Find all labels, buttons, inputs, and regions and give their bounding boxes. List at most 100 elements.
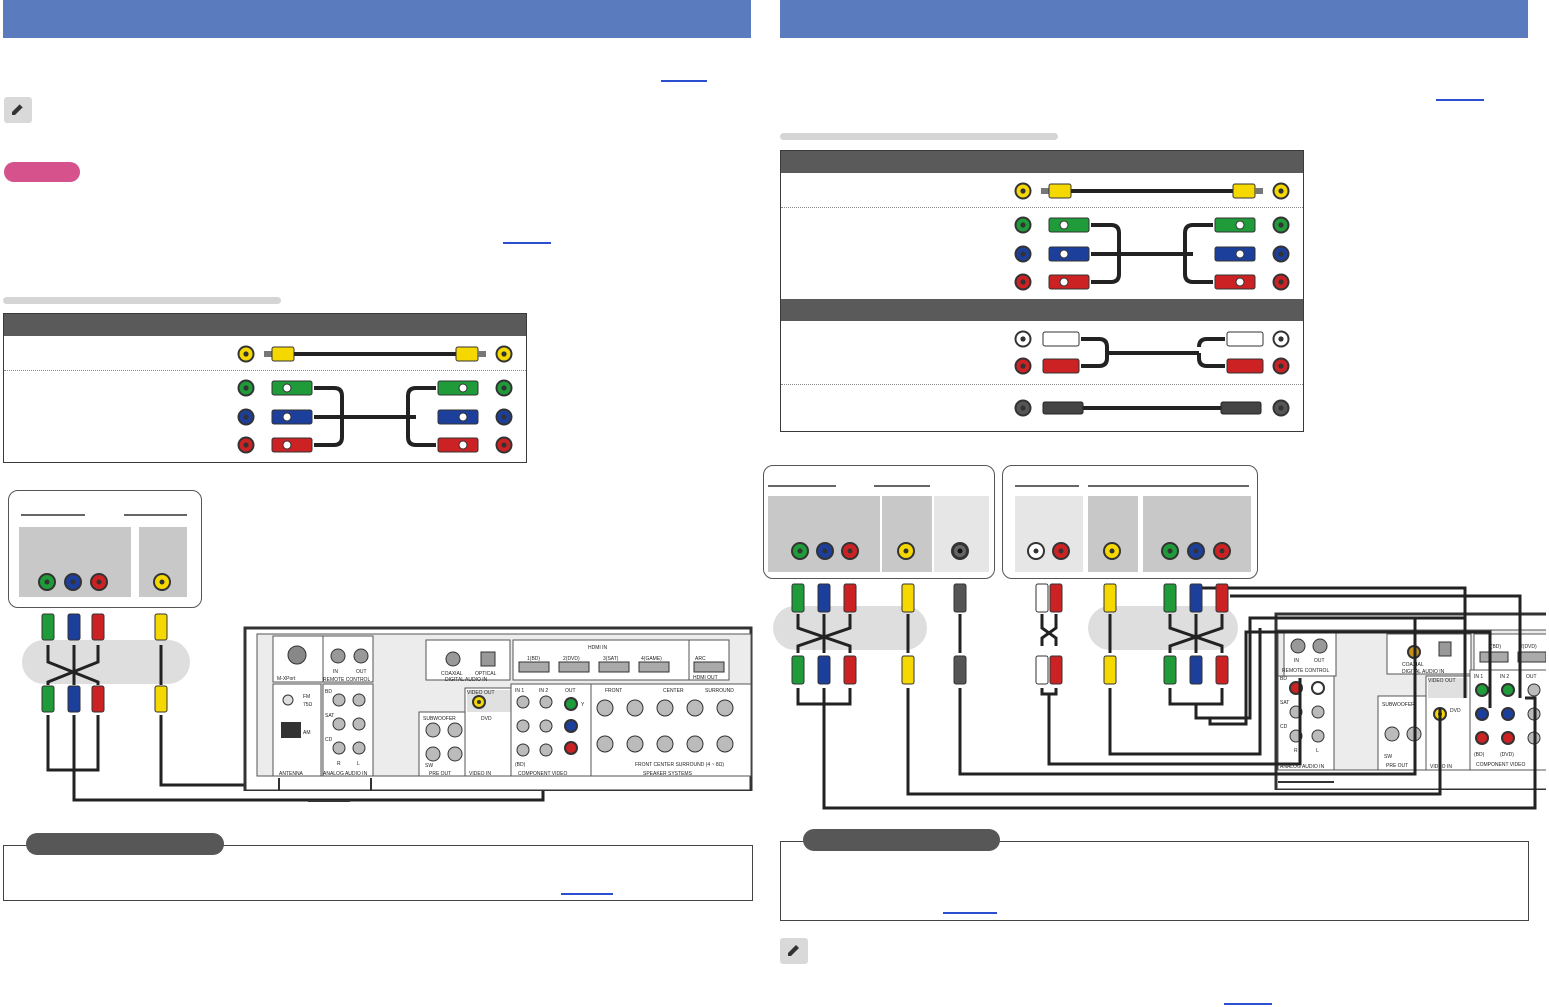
right-cable-drawings <box>1014 182 1290 417</box>
right-pencil-note <box>780 938 808 964</box>
svg-text:ANALOG AUDIO IN: ANALOG AUDIO IN <box>1280 764 1325 770</box>
cable-table-divider <box>781 384 1303 385</box>
svg-text:4(GAME): 4(GAME) <box>641 656 662 662</box>
svg-text:DVD: DVD <box>481 716 492 722</box>
svg-text:SPEAKER SYSTEMS: SPEAKER SYSTEMS <box>643 771 693 777</box>
video-cable <box>264 346 486 362</box>
svg-text:L: L <box>1316 748 1319 754</box>
svg-text:SW: SW <box>425 763 433 769</box>
rca-yellow-jack-icon <box>237 345 255 363</box>
svg-text:BD: BD <box>1280 676 1287 682</box>
svg-text:(BD): (BD) <box>515 762 526 768</box>
cable-table-divider <box>4 370 526 371</box>
left-source-device <box>8 490 202 608</box>
svg-text:OPTICAL: OPTICAL <box>475 671 497 677</box>
right-cable-runs <box>791 583 1537 810</box>
left-cable-drawings <box>237 345 513 454</box>
right-cable-table <box>780 150 1304 432</box>
svg-text:DIGITAL AUDIO IN: DIGITAL AUDIO IN <box>1402 669 1445 675</box>
svg-text:OUT: OUT <box>565 688 576 694</box>
svg-text:Y: Y <box>581 702 585 708</box>
svg-text:CD: CD <box>325 737 333 743</box>
left-note-box <box>3 845 753 901</box>
svg-text:1(BD): 1(BD) <box>527 656 540 662</box>
svg-text:1(BD): 1(BD) <box>1488 644 1501 650</box>
svg-text:SURROUND: SURROUND <box>705 688 734 694</box>
svg-text:HDMI OUT: HDMI OUT <box>693 675 718 681</box>
left-cable-table <box>3 313 527 463</box>
svg-text:PRE OUT: PRE OUT <box>429 771 451 777</box>
left-header-bar <box>3 0 751 38</box>
svg-text:FRONT CENTER SURROUND (4 ~ 8Ω): FRONT CENTER SURROUND (4 ~ 8Ω) <box>635 762 724 768</box>
cable-table-header <box>4 314 526 336</box>
svg-text:2(DVD): 2(DVD) <box>563 656 580 662</box>
rca-yellow-jack-icon <box>495 345 513 363</box>
pencil-icon <box>12 103 24 115</box>
svg-text:IN 2: IN 2 <box>1500 674 1509 680</box>
svg-text:2(DVD): 2(DVD) <box>1520 644 1537 650</box>
svg-text:VIDEO OUT: VIDEO OUT <box>467 690 495 696</box>
right-page-link-1[interactable] <box>1436 99 1484 101</box>
rca-red-jack-icon <box>90 573 108 591</box>
right-header-bar <box>780 0 1528 38</box>
cable-table-divider <box>781 207 1303 208</box>
rca-green-jack-icon <box>38 573 56 591</box>
svg-text:COMPONENT VIDEO: COMPONENT VIDEO <box>518 771 567 777</box>
svg-text:CENTER: CENTER <box>663 688 684 694</box>
svg-text:R: R <box>337 761 341 767</box>
svg-text:COAXIAL: COAXIAL <box>441 671 463 677</box>
right-note-box <box>780 841 1529 921</box>
left-receiver-foot <box>308 800 350 802</box>
left-cable-section-rule <box>3 297 281 304</box>
svg-text:REMOTE CONTROL: REMOTE CONTROL <box>1282 668 1329 674</box>
svg-text:DIGITAL AUDIO IN: DIGITAL AUDIO IN <box>445 677 488 683</box>
svg-text:IN 1: IN 1 <box>1474 674 1483 680</box>
rca-yellow-jack-icon <box>153 573 171 591</box>
svg-text:IN 2: IN 2 <box>539 688 548 694</box>
svg-text:SAT: SAT <box>325 713 334 719</box>
svg-text:FRONT: FRONT <box>605 688 622 694</box>
svg-text:FM: FM <box>303 694 310 700</box>
right-note-box-tab <box>803 829 1000 851</box>
svg-text:OUT: OUT <box>356 669 367 675</box>
svg-text:IN 1: IN 1 <box>515 688 524 694</box>
left-page-link-2[interactable] <box>503 242 551 244</box>
svg-text:OUT: OUT <box>1314 658 1325 664</box>
svg-text:(DVD): (DVD) <box>1500 752 1514 758</box>
svg-text:SUBWOOFER: SUBWOOFER <box>423 716 456 722</box>
svg-text:R: R <box>1294 748 1298 754</box>
left-page-link-1[interactable] <box>661 80 707 82</box>
svg-text:AM: AM <box>303 730 311 736</box>
svg-text:ANALOG AUDIO IN: ANALOG AUDIO IN <box>323 771 368 777</box>
svg-text:REMOTE CONTROL: REMOTE CONTROL <box>323 677 370 683</box>
svg-text:PRE OUT: PRE OUT <box>1386 763 1408 769</box>
svg-text:HDMI IN: HDMI IN <box>588 645 608 651</box>
svg-text:DVD: DVD <box>1450 708 1461 714</box>
svg-text:M-XPort: M-XPort <box>277 676 296 682</box>
right-cable-section-rule <box>780 133 1058 140</box>
svg-text:OUT: OUT <box>1526 674 1537 680</box>
audio-out-panel <box>1015 496 1083 572</box>
right-source-device-1 <box>763 465 995 579</box>
rca-blue-jack-icon <box>64 573 82 591</box>
svg-text:ARC: ARC <box>695 656 706 662</box>
svg-text:SW: SW <box>1384 754 1392 760</box>
svg-text:(BD): (BD) <box>1474 752 1485 758</box>
right-page-link-2[interactable] <box>1224 1003 1272 1005</box>
component-cable <box>271 380 479 453</box>
left-note-box-tab <box>26 833 224 855</box>
svg-text:COAXIAL: COAXIAL <box>1402 662 1424 668</box>
right-note-link[interactable] <box>943 912 997 914</box>
svg-text:BD: BD <box>325 689 332 695</box>
left-note-link[interactable] <box>561 893 613 895</box>
svg-text:SUBWOOFER: SUBWOOFER <box>1382 702 1415 708</box>
svg-text:CD: CD <box>1280 724 1288 730</box>
pencil-icon <box>788 945 799 956</box>
svg-text:COMPONENT VIDEO: COMPONENT VIDEO <box>1476 762 1525 768</box>
left-note-pill <box>4 162 80 182</box>
cable-table-header-audio <box>781 299 1303 321</box>
svg-text:ANTENNA: ANTENNA <box>279 771 304 777</box>
svg-text:75Ω: 75Ω <box>303 702 313 708</box>
